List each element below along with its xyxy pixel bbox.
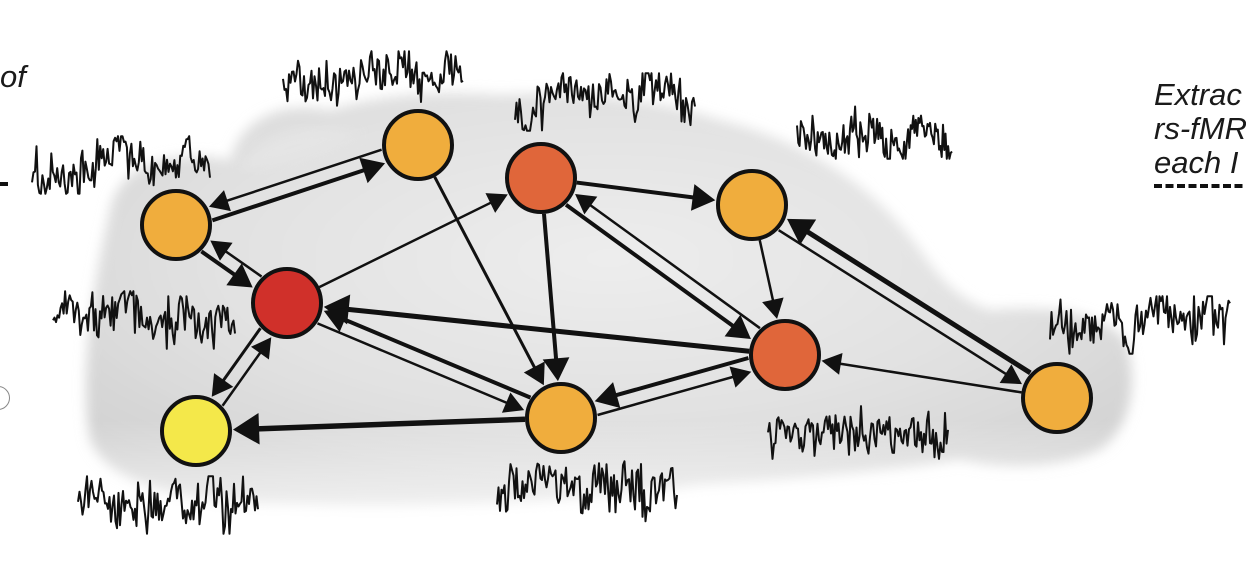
node-n4	[716, 169, 788, 241]
edge-n3-n6	[564, 203, 751, 339]
signal-n9	[1049, 295, 1231, 355]
edges	[200, 148, 1032, 445]
left-caption-line-1: of	[0, 59, 26, 94]
right-dashed-rule	[1154, 184, 1246, 188]
edge-n1-n5	[200, 249, 253, 288]
signal-n4	[796, 105, 953, 160]
edge-n7-n5	[221, 337, 272, 407]
signal-n7	[77, 475, 259, 535]
node-n9	[1021, 362, 1093, 434]
edge-n2-n8	[433, 176, 545, 386]
edge-n9-n6	[821, 352, 1022, 394]
edge-n5-n7	[211, 327, 262, 397]
node-n5	[251, 267, 323, 339]
signal-n8	[496, 460, 678, 523]
edge-n9-n4	[787, 218, 1032, 375]
node-n7	[160, 395, 232, 467]
right-caption-line-3: each I	[1154, 145, 1239, 180]
left-dashed-rule	[0, 182, 8, 186]
edge-n5-n3	[318, 193, 508, 289]
signal-n5	[52, 290, 236, 350]
edge-n4-n9	[778, 229, 1022, 385]
edge-n5-n8	[317, 322, 525, 413]
right-caption: Extrac rs-fMR each I	[1154, 78, 1246, 180]
node-n2	[382, 109, 454, 181]
signal-n6	[767, 405, 949, 460]
edge-n6-n3	[575, 194, 761, 330]
edge-n4-n6	[758, 239, 784, 319]
left-caption: of	[0, 60, 26, 94]
node-n1	[140, 189, 212, 261]
edge-n6-n8	[594, 356, 749, 408]
edge-n8-n5	[323, 307, 532, 400]
nodes	[140, 109, 1093, 467]
signal-n1	[31, 135, 211, 195]
edge-n5-n1	[210, 240, 263, 278]
signal-n2	[282, 50, 464, 107]
edge-n8-n6	[597, 366, 752, 417]
right-caption-line-1: Extrac	[1154, 77, 1242, 112]
right-caption-line-2: rs-fMR	[1154, 111, 1246, 146]
edge-n8-n7	[232, 412, 526, 445]
node-n8	[525, 382, 597, 454]
node-n6	[749, 319, 821, 391]
edge-n2-n1	[208, 148, 383, 212]
signal-n3	[514, 72, 696, 132]
brain-silhouette	[60, 93, 1180, 550]
node-n3	[505, 142, 577, 214]
edge-n3-n8	[541, 213, 570, 382]
edge-n3-n4	[576, 180, 716, 211]
signals	[31, 50, 1231, 535]
edge-n1-n2	[211, 157, 386, 223]
